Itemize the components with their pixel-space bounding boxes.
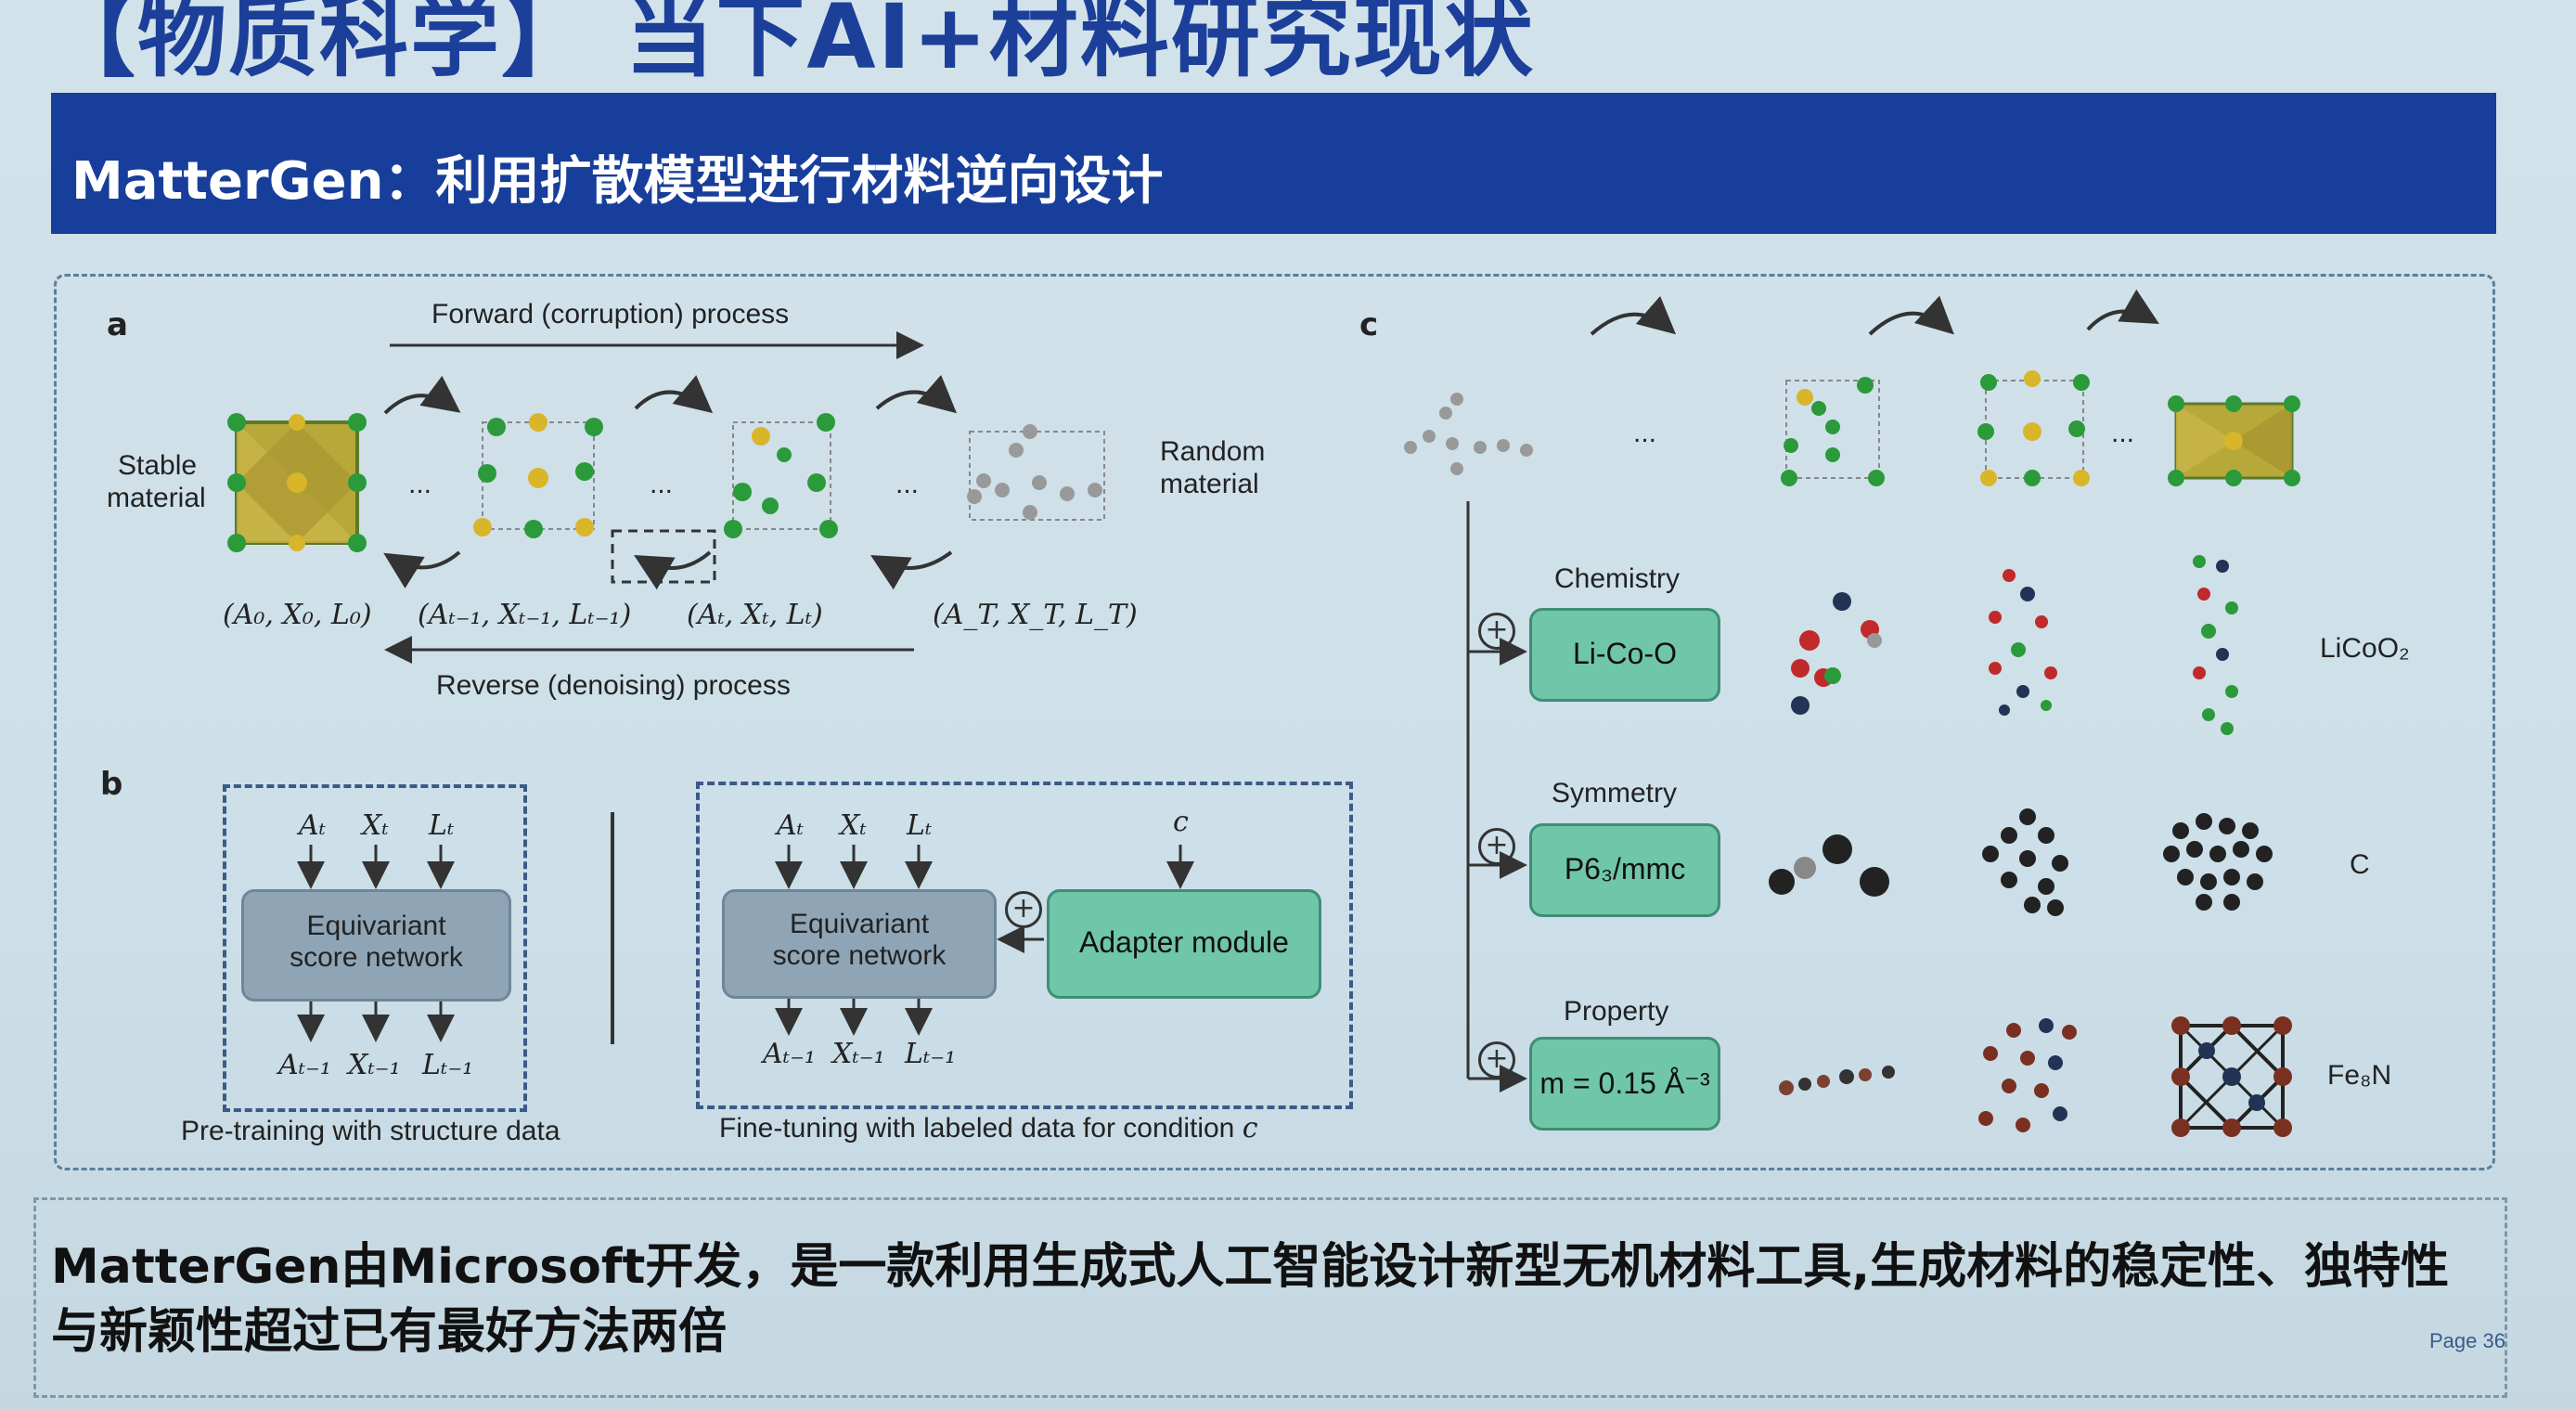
plus-circle-icon: + [1478,613,1515,650]
pretrain-in-X: Xₜ [362,809,389,842]
state-T: (A_T, X_T, L_T) [933,599,1138,631]
chemistry-result: LiCoO₂ [2320,633,2410,664]
dots-c-2: ... [2111,418,2135,448]
panel-a-letter: a [107,306,128,343]
finetune-out-L: Lₜ₋₁ [905,1038,957,1070]
crystal-structure-icon [1982,808,2068,916]
stable-label-1: Stable [118,450,198,481]
figure-frame [54,274,2495,1170]
net-label-2: score network [290,942,463,973]
curved-arrow-icon [383,375,461,415]
forward-process-label: Forward (corruption) process [431,299,790,330]
plus-circle-icon: + [1005,891,1042,928]
pretrain-in-A: Aₜ [299,809,327,842]
crystal-structure-icon [473,413,603,538]
property-label: Property [1564,996,1669,1027]
crystal-structure-icon [2171,1016,2292,1137]
property-condition-box: m = 0.15 Å⁻³ [1529,1037,1720,1131]
state-t: (Aₜ, Xₜ, Lₜ) [687,599,823,631]
crystal-structure-icon [1791,592,1882,715]
net-label-2: score network [772,940,947,971]
pretrain-caption: Pre-training with structure data [181,1116,560,1146]
crystal-structure-icon [1989,569,2057,716]
crystal-structure-icon [2163,813,2273,911]
crystal-structure-icon [724,413,838,538]
summary-frame [33,1197,2507,1398]
summary-text: MatterGen由Microsoft开发，是一款利用生成式人工智能设计新型无机… [51,1239,2450,1360]
symmetry-condition-box: P6₃/mmc [1529,823,1720,917]
curved-arrow-icon [2086,289,2159,331]
crystal-structure-icon [1779,1066,1895,1095]
panel-b-letter: b [100,766,123,803]
crystal-structure-icon [1977,370,2090,486]
finetune-out-X: Xₜ₋₁ [832,1038,885,1070]
crystal-structure-icon [1769,834,1889,897]
finetune-caption-text: Fine-tuning with labeled data for condit… [719,1113,1235,1144]
plus-circle-icon: + [1478,828,1515,865]
crystal-structure-icon [2193,555,2238,735]
crystal-structure-icon [1404,393,1533,475]
property-result: Fe₈N [2327,1060,2392,1091]
dots-1: ... [408,469,432,499]
chemistry-label: Chemistry [1554,563,1681,594]
net-label-1: Equivariant [789,909,930,939]
curved-arrow-icon [875,374,958,414]
adapter-label: Adapter module [1079,925,1289,959]
chemistry-condition-box: Li-Co-O [1529,608,1720,702]
panel-c-letter: c [1359,306,1379,343]
pretrain-box [223,784,527,1112]
section-banner: MatterGen：利用扩散模型进行材料逆向设计 [51,93,2496,234]
pretrain-out-X: Xₜ₋₁ [348,1049,401,1081]
curved-arrow-icon [383,550,461,588]
finetune-in-L: Lₜ [907,809,933,842]
equivariant-score-network-finetune: Equivariant score network [722,889,997,999]
crystal-structure-icon [227,413,367,552]
state-0: (A₀, X₀, L₀) [223,599,372,631]
property-value: m = 0.15 Å⁻³ [1539,1066,1710,1100]
curved-arrow-icon [870,550,953,590]
curved-arrow-icon [1868,295,1954,336]
curved-arrow-icon [634,375,714,414]
symmetry-label: Symmetry [1552,778,1677,808]
chemistry-value: Li-Co-O [1572,637,1677,670]
condition-c: c [1173,806,1189,838]
finetune-caption-c: c [1242,1112,1258,1144]
crystal-structure-icon [967,424,1105,521]
plus-circle-icon: + [1478,1041,1515,1079]
pretrain-out-L: Lₜ₋₁ [422,1049,474,1081]
crystal-structure-icon [1781,377,1885,486]
symmetry-value: P6₃/mmc [1564,852,1686,885]
finetune-box [696,782,1353,1109]
finetune-in-X: Xₜ [840,809,867,842]
pretrain-in-L: Lₜ [429,809,455,842]
page-number: Page 36 [2429,1329,2505,1352]
random-label-2: material [1160,469,1259,499]
state-t-minus-1: (Aₜ₋₁, Xₜ₋₁, Lₜ₋₁) [418,599,632,631]
crystal-structure-icon [2168,395,2300,486]
finetune-out-A: Aₜ₋₁ [763,1038,816,1070]
adapter-module: Adapter module [1047,889,1321,999]
stable-label-2: material [107,483,206,513]
banner-text: MatterGen：利用扩散模型进行材料逆向设计 [71,151,1164,212]
equivariant-score-network-pretrain: Equivariant score network [241,889,511,1002]
random-label-1: Random [1160,436,1266,467]
net-label-1: Equivariant [306,911,446,941]
finetune-in-A: Aₜ [777,809,805,842]
curved-arrow-icon [634,550,712,590]
symmetry-result: C [2350,849,2370,880]
slide-title: 【物质科学】 当下AI+材料研究现状 [46,0,1535,89]
reverse-process-label: Reverse (denoising) process [436,670,791,701]
curved-arrow-icon [1590,295,1677,336]
dots-3: ... [895,469,920,499]
finetune-caption: Fine-tuning with labeled data for condit… [719,1112,1258,1144]
dots-c-1: ... [1633,418,1657,448]
crystal-structure-icon [1978,1018,2077,1132]
dots-2: ... [650,469,674,499]
pretrain-out-A: Aₜ₋₁ [278,1049,331,1081]
